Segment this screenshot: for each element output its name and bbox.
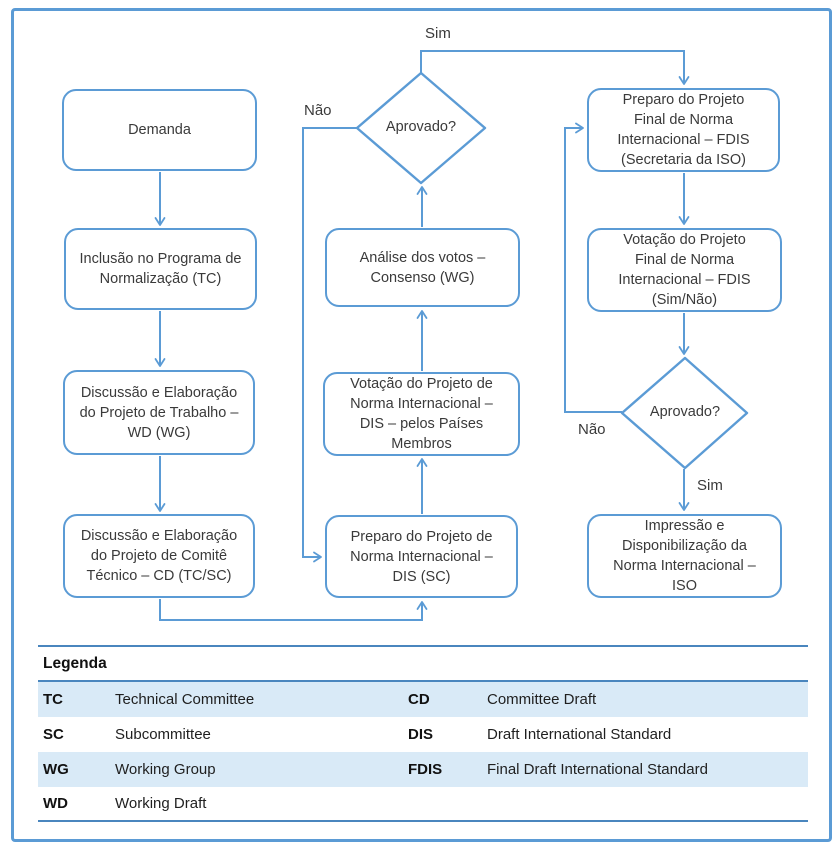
legend-def-committee-draft: Committee Draft [487, 691, 597, 708]
edge-discussao-cd-preparo-dis [159, 599, 428, 621]
legend-def-working-group: Working Group [115, 761, 216, 778]
decision-label-aprovado-1: Aprovado? [385, 119, 457, 135]
legend-def-final-draft-international-standard: Final Draft International Standard [487, 761, 708, 778]
legend-abbr-tc: TC [43, 691, 63, 708]
node-preparo-dis: Preparo do Projeto de Norma Internaciona… [325, 515, 518, 598]
edge-label-nao-left: Não [304, 102, 332, 119]
decision-diamond-1 [355, 71, 487, 185]
node-votacao-dis: Votação do Projeto de Norma Internaciona… [323, 372, 520, 456]
edge-label-nao-right: Não [578, 421, 606, 438]
legend-abbr-sc: SC [43, 726, 64, 743]
legend-abbr-cd: CD [408, 691, 430, 708]
legend-abbr-wg: WG [43, 761, 69, 778]
legend-abbr-dis: DIS [408, 726, 434, 743]
node-demanda: Demanda [62, 89, 257, 171]
legend-def-working-draft: Working Draft [115, 795, 207, 812]
legend-row-wd: WD Working Draft [38, 787, 808, 820]
node-votacao-fdis: Votação do Projeto Final de Norma Intern… [587, 228, 782, 312]
edge-label-sim-right: Sim [697, 477, 723, 494]
legend-table: Legenda TC Technical Committee CD Commit… [38, 645, 808, 822]
legend-def-draft-international-standard: Draft International Standard [487, 726, 672, 743]
edge-aprovado2-nao-preparo-fdis [564, 122, 622, 413]
edge-aprovado1-sim-preparo-fdis [420, 50, 690, 85]
edge-label-sim-top: Sim [425, 25, 451, 42]
node-preparo-fdis: Preparo do Projeto Final de Norma Intern… [587, 88, 780, 172]
legend-abbr-wd: WD [43, 795, 68, 812]
legend-title: Legenda [38, 647, 808, 682]
legend-def-technical-committee: Technical Committee [115, 691, 255, 708]
node-impressao-iso: Impressão e Disponibilização da Norma In… [587, 514, 782, 598]
legend-row-tc-cd: TC Technical Committee CD Committee Draf… [38, 682, 808, 717]
node-analise-votos: Análise dos votos – Consenso (WG) [325, 228, 520, 307]
legend-row-sc-dis: SC Subcommittee DIS Draft International … [38, 717, 808, 752]
legend-def-subcommittee: Subcommittee [115, 726, 211, 743]
decision-diamond-2 [620, 356, 749, 470]
edge-aprovado1-nao-preparo-dis [302, 127, 357, 563]
node-discussao-cd: Discussão e Elaboração do Projeto de Com… [63, 514, 255, 598]
legend-row-wg-fdis: WG Working Group FDIS Final Draft Intern… [38, 752, 808, 787]
node-discussao-wd: Discussão e Elaboração do Projeto de Tra… [63, 370, 255, 455]
decision-label-aprovado-2: Aprovado? [649, 404, 721, 420]
node-inclusao-programa: Inclusão no Programa de Normalização (TC… [64, 228, 257, 310]
legend-abbr-fdis: FDIS [408, 761, 443, 778]
